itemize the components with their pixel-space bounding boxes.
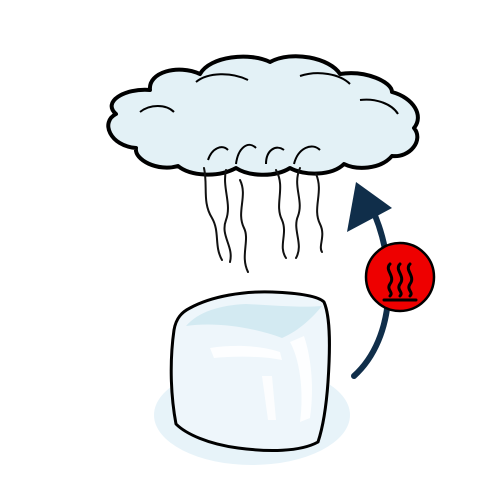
heat-symbol-icon bbox=[382, 262, 418, 302]
vapor-wisps-icon bbox=[203, 167, 324, 273]
cloud-icon bbox=[106, 54, 420, 177]
ice-cube-icon bbox=[169, 290, 331, 452]
heat-badge bbox=[364, 241, 436, 313]
